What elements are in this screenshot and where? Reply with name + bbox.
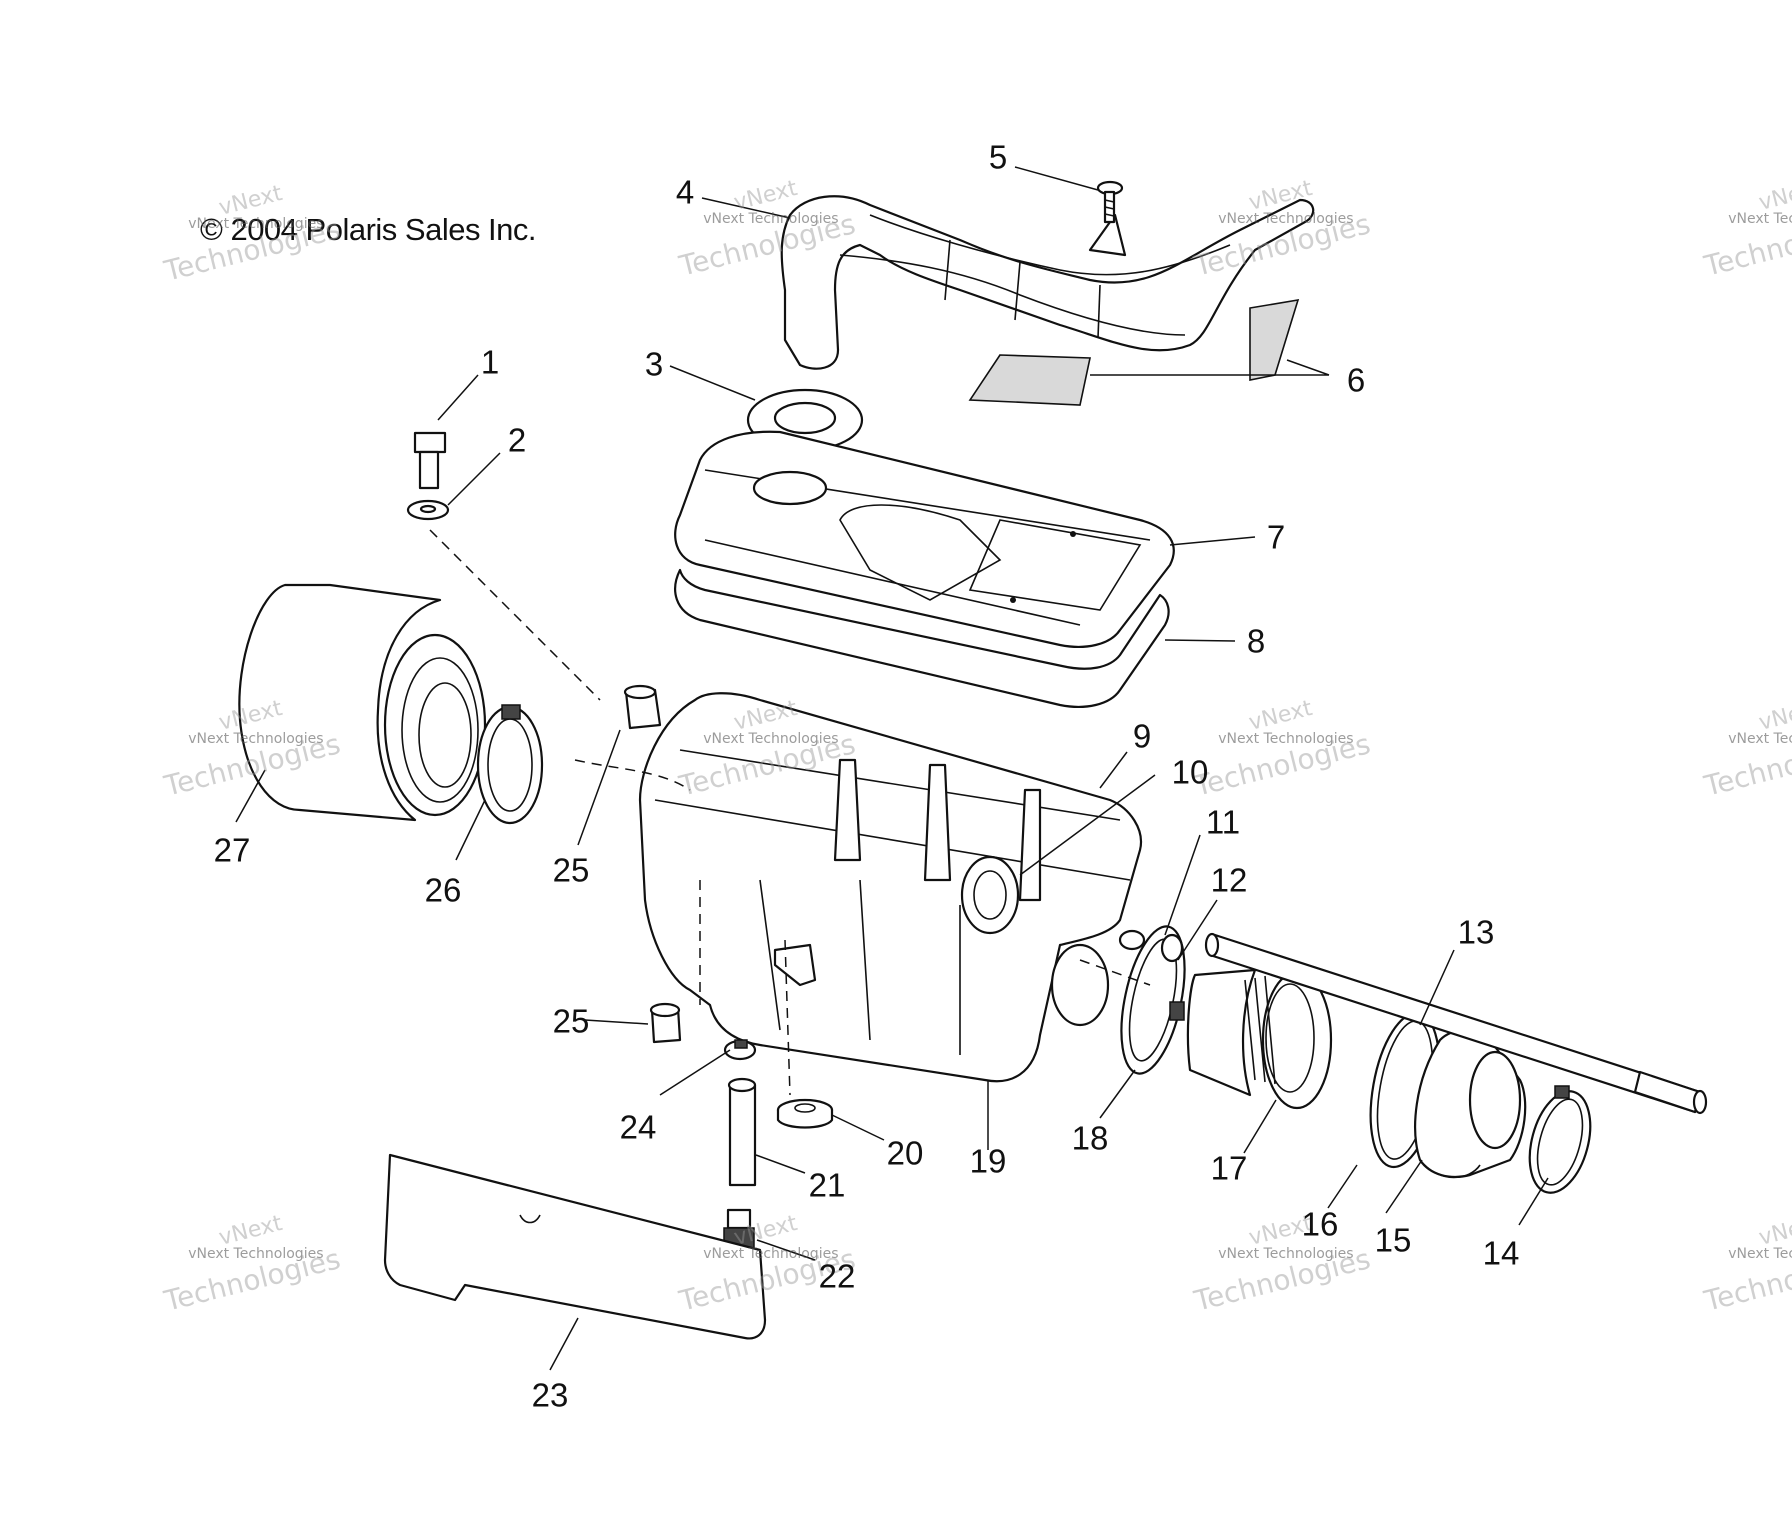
callout-12: 12 — [1210, 861, 1248, 899]
spacer-lower — [649, 1002, 682, 1044]
callout-8: 8 — [1246, 622, 1266, 660]
callout-15: 15 — [1374, 1221, 1412, 1259]
hose-clamp — [723, 1039, 757, 1061]
callout-14: 14 — [1482, 1234, 1520, 1272]
callout-11: 11 — [1205, 803, 1241, 841]
callout-5: 5 — [988, 138, 1008, 176]
callout-9: 9 — [1132, 717, 1152, 755]
heat-shield-pad — [383, 1153, 767, 1340]
callout-27: 27 — [213, 831, 251, 869]
callout-26: 26 — [424, 871, 462, 909]
callout-6: 6 — [1346, 361, 1366, 399]
intake-adapter — [1169, 968, 1333, 1110]
rod — [1204, 932, 1708, 1115]
rubber-grommet — [776, 1098, 834, 1129]
callout-3: 3 — [644, 345, 664, 383]
boot-clamp — [1528, 1085, 1592, 1194]
callout-25-upper: 25 — [552, 851, 590, 889]
callout-21: 21 — [808, 1166, 846, 1204]
callout-18: 18 — [1071, 1119, 1109, 1157]
airbox-gasket — [674, 568, 1170, 708]
screw — [1096, 180, 1124, 224]
callout-17: 17 — [1210, 1149, 1248, 1187]
callout-22: 22 — [818, 1257, 856, 1295]
callout-13: 13 — [1457, 913, 1495, 951]
decal-pads — [968, 298, 1300, 406]
bushing-12 — [1160, 933, 1184, 963]
bolt — [413, 431, 447, 490]
spacer-upper — [623, 684, 662, 730]
bushing-11 — [1118, 929, 1146, 951]
callout-1: 1 — [480, 343, 500, 381]
callout-24: 24 — [619, 1108, 657, 1146]
callout-25-lower: 25 — [552, 1002, 590, 1040]
intake-duct — [780, 195, 1315, 370]
washer — [406, 499, 450, 521]
drain-tube — [727, 1077, 757, 1187]
callout-7: 7 — [1266, 518, 1286, 556]
callout-10: 10 — [1171, 753, 1209, 791]
airbox-lid — [674, 430, 1175, 648]
callout-19: 19 — [969, 1142, 1007, 1180]
airbox-housing — [638, 692, 1143, 1083]
callout-20: 20 — [886, 1134, 924, 1172]
callout-23: 23 — [531, 1376, 569, 1414]
copyright-notice: © 2004 Polaris Sales Inc. — [200, 212, 537, 247]
air-filter — [238, 583, 487, 822]
leader-lines — [235, 166, 1549, 1371]
filter-clamp — [476, 704, 544, 825]
callout-16: 16 — [1301, 1205, 1339, 1243]
callout-2: 2 — [507, 421, 527, 459]
callout-4: 4 — [675, 173, 695, 211]
